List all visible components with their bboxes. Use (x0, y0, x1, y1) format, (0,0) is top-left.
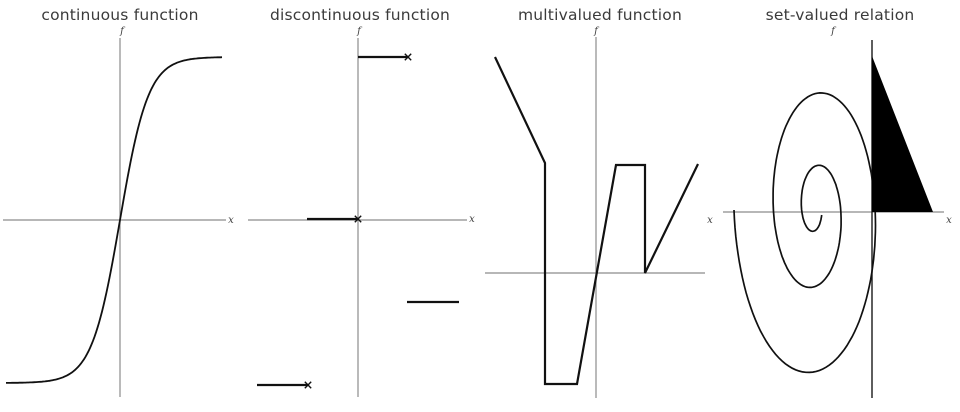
panel-title-multivalued-function: multivalued function (517, 6, 683, 24)
spiral-curve (733, 92, 877, 374)
panel-title-discontinuous-function: discontinuous function (269, 6, 451, 24)
sigmoid-curve (6, 56, 223, 384)
multivalued-function-f-axis-label: f (593, 26, 600, 37)
continuous-function-x-axis-label: x (228, 215, 234, 226)
step-segment-origin-open-point-marker (354, 215, 362, 223)
panel-title-continuous-function: continuous function (41, 6, 199, 24)
step-segment-bottom-left-open-point-marker (304, 381, 312, 389)
multivalued-path (494, 56, 699, 386)
multivalued-function-x-axis-label: x (707, 215, 713, 226)
step-segment-top-open-point-marker (404, 53, 412, 61)
set-valued-relation-f-axis-label: f (830, 26, 837, 37)
set-valued-relation-x-axis-label: x (946, 215, 952, 226)
discontinuous-function-f-axis-label: f (356, 26, 363, 37)
filled-triangle-region (872, 56, 933, 212)
discontinuous-function-x-axis-label: x (469, 214, 475, 225)
continuous-function-f-axis-label: f (119, 26, 126, 37)
panel-title-set-valued-relation: set-valued relation (765, 6, 915, 24)
